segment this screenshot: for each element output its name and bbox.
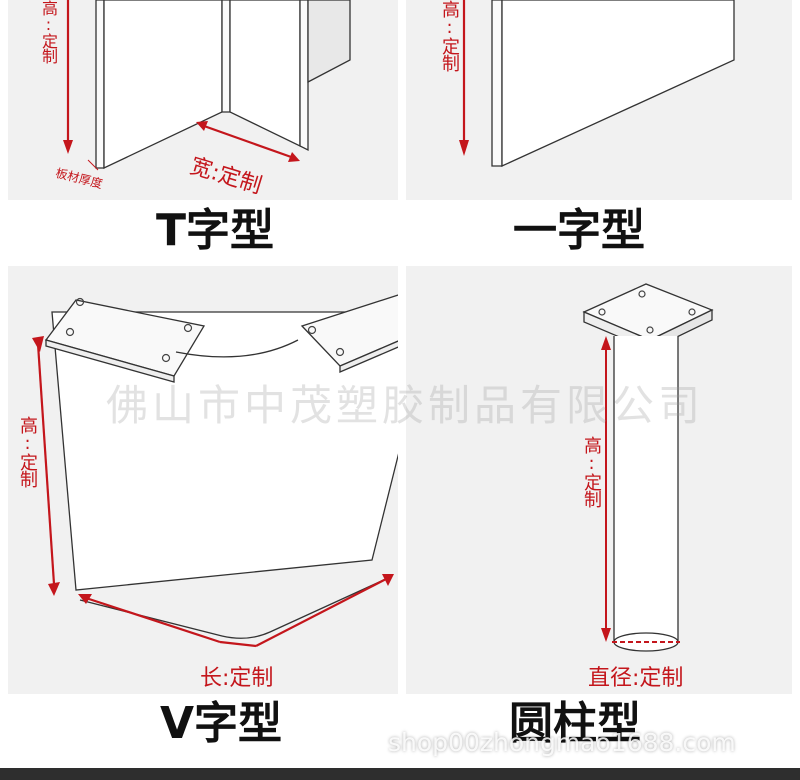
cylinder-height-label: 高:定制 (581, 436, 602, 507)
cylinder-type-panel: 高:定制 直径:定制 (406, 266, 792, 694)
v-type-length-label: 长:定制 (200, 666, 274, 691)
v-type-caption: V字型 (159, 698, 283, 749)
v-type-drawing (32, 294, 398, 648)
cylinder-type-drawing (582, 283, 714, 652)
one-type-caption: 一字型 (513, 205, 645, 256)
cylinder-type-caption: 圆柱型 (509, 698, 641, 749)
shop-watermark: shop00zhongmao1688.com (388, 728, 736, 757)
t-type-caption: T字型 (155, 205, 274, 256)
one-type-drawing (459, 0, 735, 168)
t-type-panel: 高:定制 宽:定制 板材厚度 (8, 0, 398, 200)
bottom-photo-strip (0, 768, 800, 780)
one-type-height-label: 高:定制 (439, 0, 460, 71)
v-type-panel: 高:定制 长:定制 (8, 266, 398, 694)
one-type-panel: 高:定制 (406, 0, 792, 200)
t-type-height-label: 高:定制 (39, 0, 58, 63)
cylinder-diameter-label: 直径:定制 (588, 666, 684, 691)
v-type-height-label: 高:定制 (17, 416, 38, 487)
t-type-drawing (63, 0, 351, 171)
